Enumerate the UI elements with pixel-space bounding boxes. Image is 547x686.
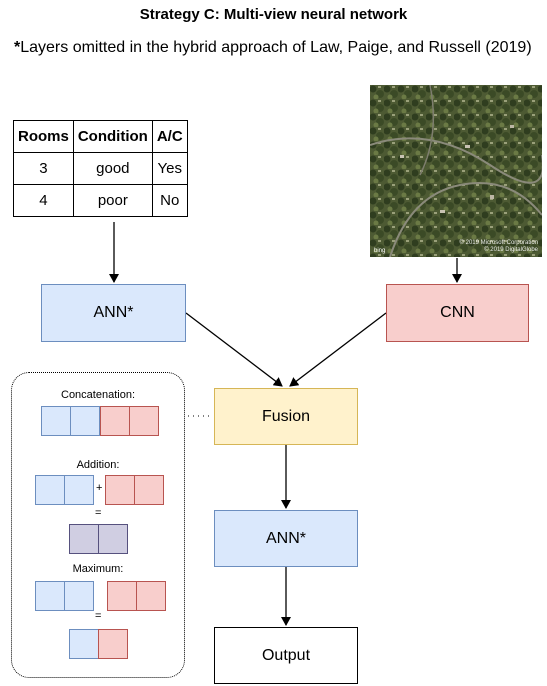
vector-cell-purple — [98, 524, 128, 554]
addition-label: Addition: — [76, 459, 120, 471]
bing-logo: bing — [374, 248, 386, 254]
table-cell: poor — [72, 184, 153, 217]
output-node: Output — [214, 627, 358, 684]
image-credit-line: © 2019 DigitalGlobe — [484, 247, 538, 253]
vector-cell-blue — [35, 475, 65, 505]
concatenation-label: Concatenation: — [61, 389, 135, 401]
vector-cell-red — [134, 475, 164, 505]
footnote: *Layers omitted in the hybrid approach o… — [14, 38, 534, 58]
vector-cell-blue — [69, 629, 99, 659]
fusion-node: Fusion — [214, 388, 358, 445]
arrow-ann-to-fusion — [185, 312, 283, 387]
table-cell: Yes — [151, 152, 188, 185]
equals-sign: = — [95, 507, 102, 519]
image-credit: © 2019 Microsoft Corporation © 2019 Digi… — [460, 240, 538, 254]
table-cell: good — [72, 152, 153, 185]
vector-cell-red — [100, 406, 130, 436]
vector-cell-red — [136, 581, 166, 611]
table-header-row: Rooms Condition A/C — [13, 120, 188, 153]
vector-cell-red — [107, 581, 137, 611]
satellite-texture — [370, 85, 542, 257]
table-cell: 3 — [13, 152, 74, 185]
vector-cell-blue — [70, 406, 100, 436]
footnote-marker: * — [14, 39, 21, 56]
maximum-label: Maximum: — [72, 563, 124, 575]
vector-cell-blue — [41, 406, 71, 436]
vector-cell-red — [98, 629, 128, 659]
equals-sign: = — [95, 610, 102, 622]
vector-cell-red — [129, 406, 159, 436]
vector-cell-blue — [64, 581, 94, 611]
table-row: 3 good Yes — [13, 152, 188, 185]
ann-top-node: ANN* — [41, 284, 186, 342]
vector-cell-red — [105, 475, 135, 505]
diagram-title: Strategy C: Multi-view neural network — [139, 6, 408, 23]
table-cell: No — [151, 184, 188, 217]
cnn-node: CNN — [386, 284, 529, 342]
table-row: 4 poor No — [13, 184, 188, 217]
plus-sign: + — [96, 482, 103, 494]
footnote-text: Layers omitted in the hybrid approach of… — [20, 39, 532, 56]
fusion-methods-panel: Concatenation: Addition: + = Maximum: = — [11, 372, 185, 678]
vector-cell-blue — [35, 581, 65, 611]
satellite-image: bing © 2019 Microsoft Corporation © 2019… — [370, 85, 542, 257]
ann-bottom-node: ANN* — [214, 510, 358, 567]
table-header-condition: Condition — [72, 120, 153, 153]
vector-cell-purple — [69, 524, 99, 554]
image-credit-line: © 2019 Microsoft Corporation — [459, 240, 538, 246]
vector-cell-blue — [64, 475, 94, 505]
input-data-table: Rooms Condition A/C 3 good Yes 4 poor No — [13, 120, 188, 217]
arrow-cnn-to-fusion — [289, 312, 387, 387]
